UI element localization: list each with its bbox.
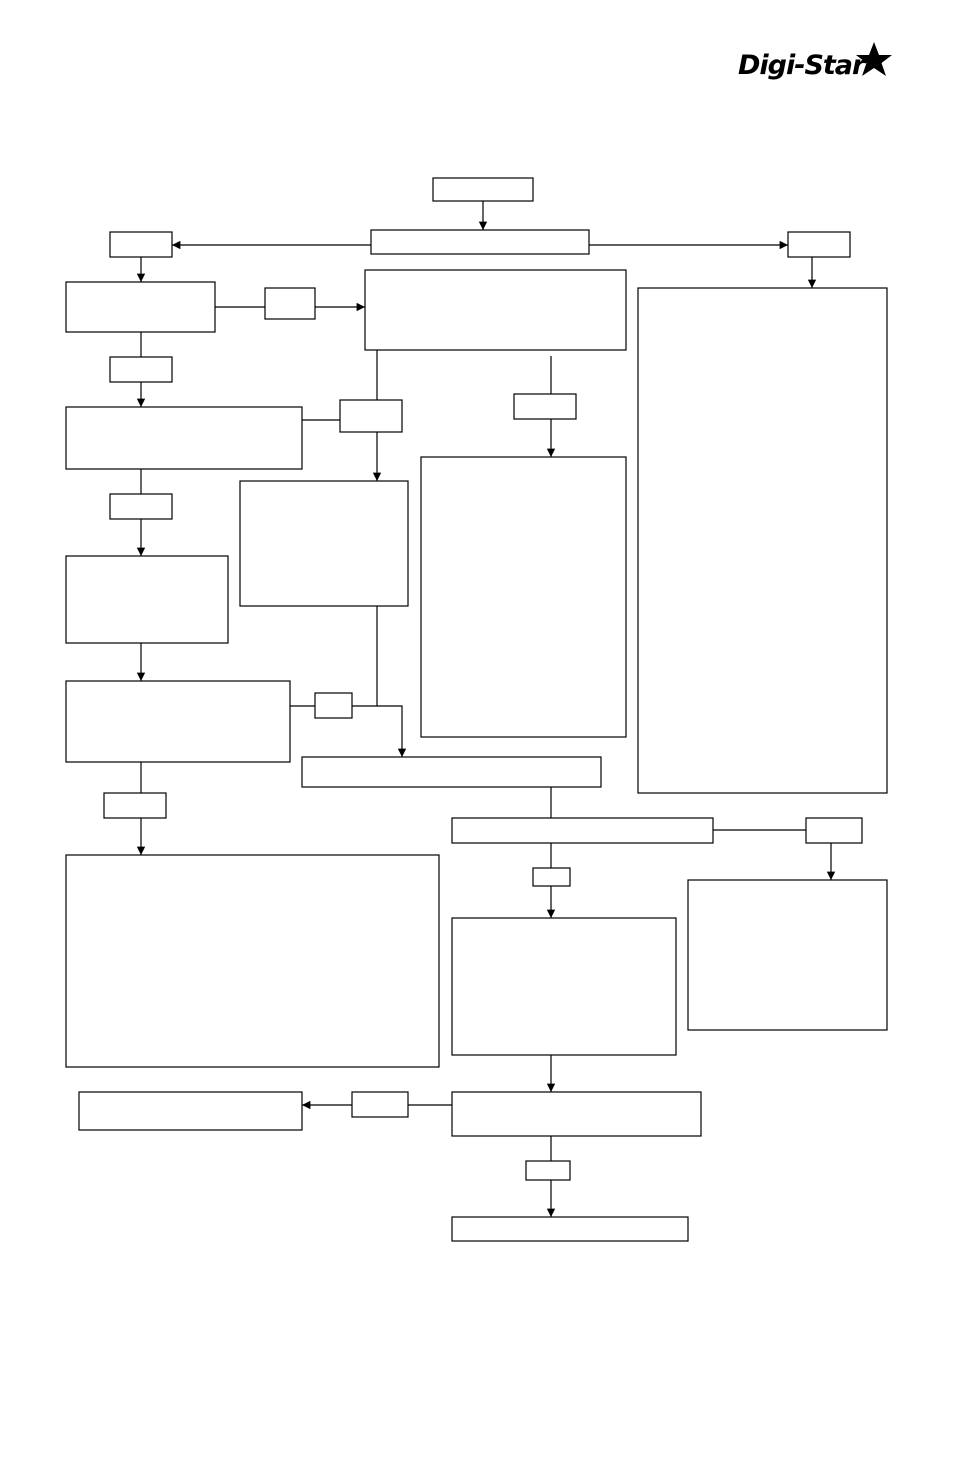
- center-box-2: [239, 480, 409, 607]
- center-right-tall: [420, 456, 627, 738]
- left-box-3: [65, 555, 229, 644]
- label-h: [805, 817, 863, 844]
- label-e: [109, 493, 173, 520]
- center-mid-box: [451, 917, 677, 1056]
- top-left-label: [109, 231, 173, 258]
- label-k: [525, 1160, 571, 1181]
- bottom-left-large: [65, 854, 440, 1068]
- left-box-4: [65, 680, 291, 763]
- label-j: [351, 1091, 409, 1118]
- star-icon: [856, 42, 892, 76]
- main-bar: [370, 229, 590, 255]
- final-bar: [451, 1216, 689, 1242]
- upper-center-box: [364, 269, 627, 351]
- top-right-label: [787, 231, 851, 258]
- boxes: [65, 177, 888, 1242]
- label-c: [339, 399, 403, 433]
- label-a: [264, 287, 316, 320]
- center-lower-box: [451, 1091, 702, 1137]
- left-box-1: [65, 281, 216, 333]
- brand-name: Digi-Star: [738, 50, 867, 81]
- mid-bar: [451, 817, 714, 844]
- merge-bar: [301, 756, 602, 788]
- label-f: [314, 692, 353, 719]
- right-mid-box: [687, 879, 888, 1031]
- brand-logo: Digi-Star: [738, 42, 892, 81]
- right-tall-box: [637, 287, 888, 794]
- label-d: [513, 393, 577, 420]
- left-box-2: [65, 406, 303, 470]
- label-i: [532, 867, 571, 887]
- label-b: [109, 356, 173, 383]
- start-box: [432, 177, 534, 202]
- bottom-left-bar: [78, 1091, 303, 1131]
- connectors: [136, 201, 836, 1217]
- label-g: [103, 792, 167, 819]
